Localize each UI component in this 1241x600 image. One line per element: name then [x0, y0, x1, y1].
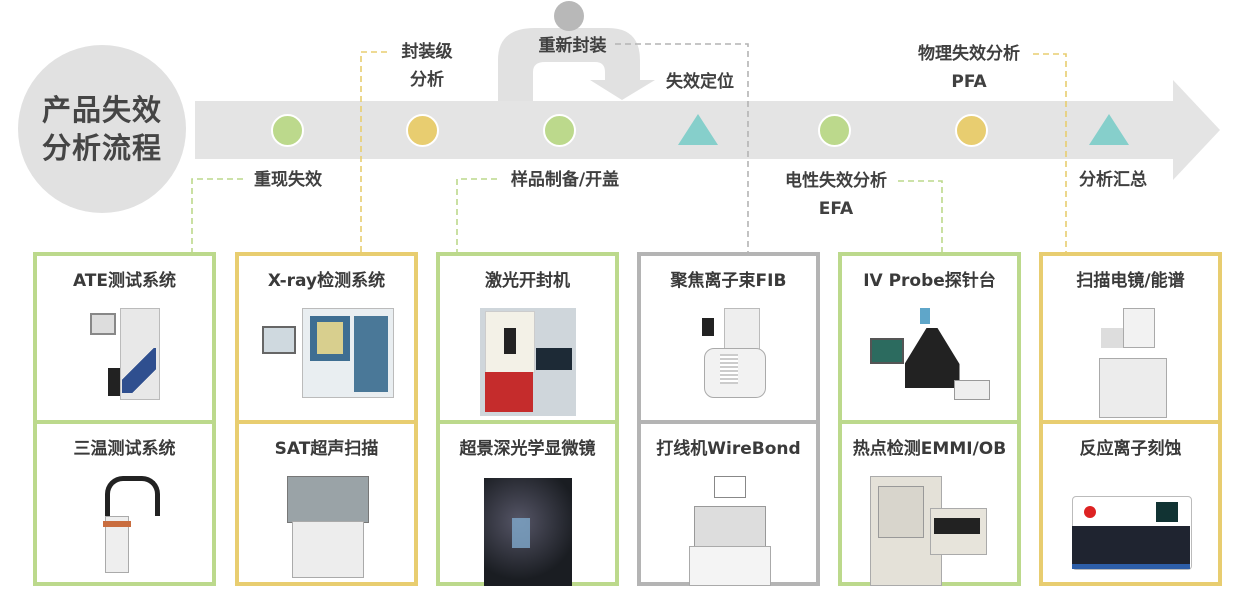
equipment-card: 激光开封机超景深光学显微镜: [436, 252, 619, 586]
step-efa: 电性失效分析 EFA: [772, 167, 900, 223]
equipment-name: 超景深光学显微镜: [459, 439, 596, 459]
equipment-name: 聚焦离子束FIB: [670, 271, 787, 291]
step-label-line1: 电性失效分析: [785, 171, 887, 191]
connector-pfa: [1033, 53, 1067, 252]
equipment-item: 聚焦离子束FIB: [641, 256, 816, 420]
equipment-card: X-ray检测系统 SAT超声扫描: [235, 252, 418, 586]
equipment-name: 三温测试系统: [73, 439, 176, 459]
equipment-item: 激光开封机: [440, 256, 615, 420]
equipment-card: 聚焦离子束FIB 打线机WireBond: [637, 252, 820, 586]
equipment-item: 扫描电镜/能谱: [1043, 256, 1218, 420]
equipment-item: ATE测试系统: [37, 256, 212, 420]
step-sample-prep: 样品制备/开盖: [495, 166, 635, 194]
node-efa: [818, 114, 851, 147]
connector-sample: [456, 178, 497, 252]
equipment-item: 三温测试系统: [37, 420, 212, 582]
step-label-line1: 重现失效: [254, 170, 322, 190]
step-label-line1: 物理失效分析: [918, 44, 1020, 64]
equipment-item: 打线机WireBond: [641, 420, 816, 586]
step-package-analysis: 封装级 分析: [387, 38, 467, 94]
node-failure-location: [678, 114, 718, 145]
equipment-card: 扫描电镜/能谱反应离子刻蚀: [1039, 252, 1222, 586]
step-reproduce-failure: 重现失效: [243, 166, 333, 194]
repackage-dot: [554, 1, 584, 31]
equipment-item: SAT超声扫描: [239, 420, 414, 582]
node-summary: [1089, 114, 1129, 145]
step-pfa: 物理失效分析 PFA: [905, 40, 1033, 96]
step-label-line1: 样品制备/开盖: [510, 170, 620, 190]
equipment-card: IV Probe探针台热点检测EMMI/OB: [838, 252, 1021, 586]
timeline-arrowhead: [1173, 80, 1220, 180]
title-line2: 分析流程: [41, 131, 162, 165]
title-line1: 产品失效: [41, 93, 162, 127]
step-label-line2: EFA: [818, 199, 854, 219]
step-summary: 分析汇总: [1068, 166, 1158, 194]
step-label-line2: PFA: [951, 72, 987, 92]
step-label-line1: 失效定位: [666, 72, 734, 92]
equipment-name: X-ray检测系统: [267, 271, 386, 291]
title-circle: 产品失效 分析流程: [18, 45, 186, 213]
equipment-name: 扫描电镜/能谱: [1076, 271, 1185, 291]
node-pfa: [955, 114, 988, 147]
node-package: [406, 114, 439, 147]
step-label-line1: 封装级: [401, 42, 453, 62]
node-sample: [543, 114, 576, 147]
step-repackage: 重新封装: [530, 32, 615, 60]
equipment-name: SAT超声扫描: [274, 439, 379, 459]
step-label-line2: 分析: [410, 70, 444, 90]
equipment-item: 超景深光学显微镜: [440, 420, 615, 586]
connector-repackage: [615, 43, 749, 252]
equipment-item: 反应离子刻蚀: [1043, 420, 1218, 582]
node-reproduce: [271, 114, 304, 147]
equipment-name: 打线机WireBond: [656, 439, 801, 459]
equipment-name: 激光开封机: [485, 271, 570, 291]
repackage-loop-arrow: [498, 28, 655, 101]
equipment-name: IV Probe探针台: [863, 271, 996, 291]
connector-reproduce: [191, 178, 243, 252]
step-label-line1: 分析汇总: [1079, 170, 1147, 190]
step-label-line1: 重新封装: [538, 36, 607, 56]
connector-efa: [898, 180, 943, 252]
equipment-name: 反应离子刻蚀: [1079, 439, 1182, 459]
equipment-item: IV Probe探针台: [842, 256, 1017, 420]
equipment-card: ATE测试系统三温测试系统: [33, 252, 216, 586]
equipment-item: X-ray检测系统: [239, 256, 414, 420]
equipment-item: 热点检测EMMI/OB: [842, 420, 1017, 586]
step-failure-location: 失效定位: [655, 68, 745, 96]
equipment-name: ATE测试系统: [72, 271, 177, 291]
equipment-name: 热点检测EMMI/OB: [852, 439, 1007, 459]
connector-package: [360, 51, 387, 252]
